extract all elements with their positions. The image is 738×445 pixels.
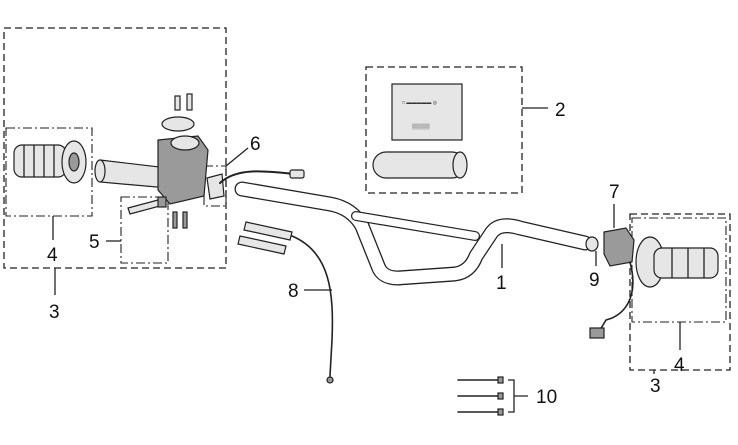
- part-2-group: □ ▬▬▬▬▬ ◎ ▒▒▒▒▒: [365, 66, 548, 194]
- switch-wire: [599, 261, 634, 331]
- left-grip: [13, 140, 87, 184]
- callout-8: 8: [288, 281, 299, 302]
- callout-1: 1: [496, 273, 507, 294]
- callout-4-left: 4: [47, 245, 58, 266]
- handlebar: [234, 181, 593, 286]
- wire-connector: [589, 327, 605, 339]
- part-7-switch: [603, 204, 635, 267]
- right-assembly-group: [585, 204, 731, 374]
- callout-7: 7: [609, 182, 620, 203]
- group-4-left-box: [5, 127, 93, 217]
- group-3-left-box: [3, 27, 227, 269]
- callout-9: 9: [589, 270, 600, 291]
- part-9-bushing: [585, 236, 599, 266]
- leader-6: [225, 147, 249, 167]
- callout-2: 2: [555, 100, 566, 121]
- part-2-manual-card: [391, 83, 463, 141]
- svg-text:□ ▬▬▬▬▬ ◎: □ ▬▬▬▬▬ ◎: [402, 100, 438, 106]
- part-5-screws: [127, 196, 188, 229]
- group-3-right-box: [629, 213, 731, 371]
- part-8-cable: [237, 221, 334, 384]
- part-10-screws: [457, 376, 528, 416]
- throttle-housing: [157, 93, 209, 205]
- right-grip: [635, 236, 719, 288]
- throttle-sleeve: [94, 159, 169, 189]
- callout-10: 10: [536, 387, 557, 408]
- callout-3-right: 3: [650, 376, 661, 397]
- cable-end-fitting: [289, 169, 305, 179]
- svg-text:▒▒▒▒▒: ▒▒▒▒▒: [412, 123, 430, 130]
- part-6-clamp: [206, 173, 225, 200]
- callout-6: 6: [250, 134, 261, 155]
- left-assembly-group: [3, 27, 249, 295]
- callout-3-left: 3: [49, 302, 60, 323]
- callout-5: 5: [89, 232, 100, 253]
- group-5-box: [120, 196, 169, 264]
- callout-4-right: 4: [674, 355, 685, 376]
- part-2-bar-pad: [372, 151, 468, 179]
- group-2-box: [365, 66, 523, 194]
- bracket-10: [508, 379, 528, 413]
